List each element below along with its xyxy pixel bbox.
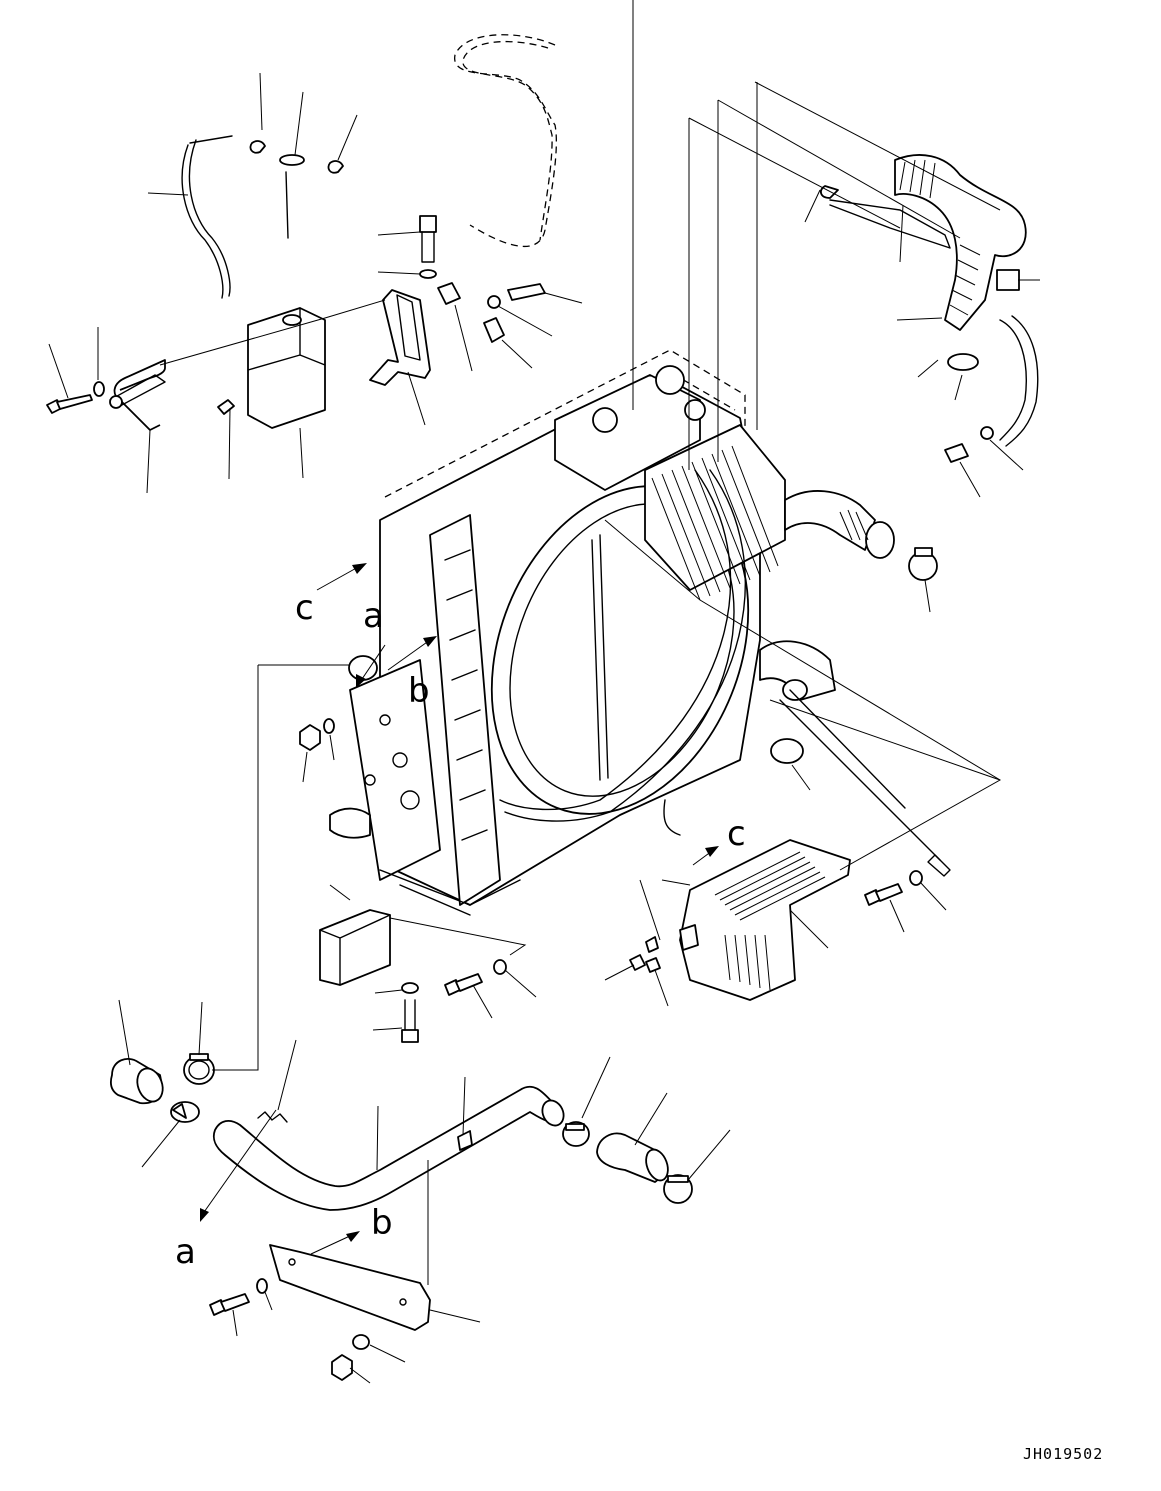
reference-label-b: b <box>408 671 430 711</box>
reference-label-a: a <box>175 1232 196 1272</box>
reference-label-c: c <box>295 588 314 628</box>
cover-plates <box>269 839 851 1331</box>
radiator-assembly <box>329 349 951 916</box>
reference-label-a: a <box>363 596 384 636</box>
upper-hose-dashed <box>454 34 558 248</box>
reserve-tank-group <box>46 135 344 431</box>
drawing-code: JH019502 <box>1023 1445 1103 1463</box>
fasteners <box>209 870 923 1381</box>
air-pipe-group <box>212 1085 693 1211</box>
leader-lines <box>48 0 1040 1384</box>
upper-hose-dashed-2 <box>462 40 553 241</box>
mount-bracket-group <box>369 215 546 386</box>
upper-right-hose <box>819 154 1039 463</box>
reference-label-b: b <box>371 1203 393 1243</box>
reference-label-c: c <box>727 814 746 854</box>
